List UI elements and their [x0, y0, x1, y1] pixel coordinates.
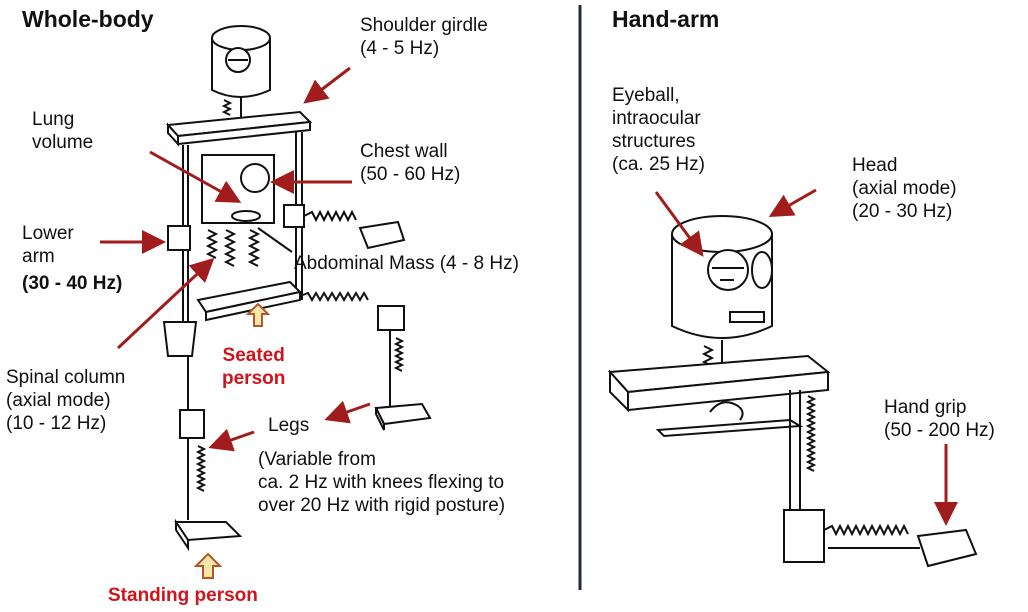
legs-arrow [324, 400, 371, 424]
lung-volume-label: Lung volume [32, 109, 94, 153]
hand-arm-arrows [654, 188, 958, 526]
eyeball-label: Eyeball, intraocular structures (ca. 25 … [612, 85, 705, 175]
whole-body-model [162, 25, 432, 552]
seated-person-label: Seated person [222, 345, 286, 389]
head-arrow [768, 188, 817, 217]
lower-arm-frequency: (30 - 40 Hz) [22, 273, 123, 294]
spinal-column-label: Spinal column (axial mode) (10 - 12 Hz) [6, 367, 126, 434]
standing-person-label: Standing person [108, 585, 258, 606]
shoulder-arrow [303, 66, 351, 104]
shoulder-girdle-label: Shoulder girdle (4 - 5 Hz) [360, 15, 488, 59]
hand-arm-title: Hand-arm [612, 6, 720, 32]
whole-body-title: Whole-body [22, 6, 154, 32]
hand-grip-label: Hand grip (50 - 200 Hz) [884, 397, 995, 441]
hand-arm-model [607, 215, 978, 568]
lung-arrow [149, 150, 242, 203]
spinal-arrow [116, 257, 215, 350]
standing-up-arrow [193, 552, 223, 579]
lower-arm-label: Lower arm [22, 223, 74, 267]
legs-variability-note: (Variable from ca. 2 Hz with knees flexi… [258, 449, 506, 516]
head-label: Head (axial mode) (20 - 30 Hz) [852, 155, 957, 222]
abdominal-pointer [257, 227, 293, 253]
chest-wall-label: Chest wall (50 - 60 Hz) [360, 141, 461, 185]
eyeball-arrow [654, 191, 704, 257]
seated-up-arrow [245, 302, 271, 327]
abdominal-mass-label: Abdominal Mass (4 - 8 Hz) [294, 253, 519, 274]
lower-leg-arrow [208, 428, 255, 452]
whole-body-arrows [100, 66, 371, 452]
legs-label: Legs [268, 415, 310, 436]
